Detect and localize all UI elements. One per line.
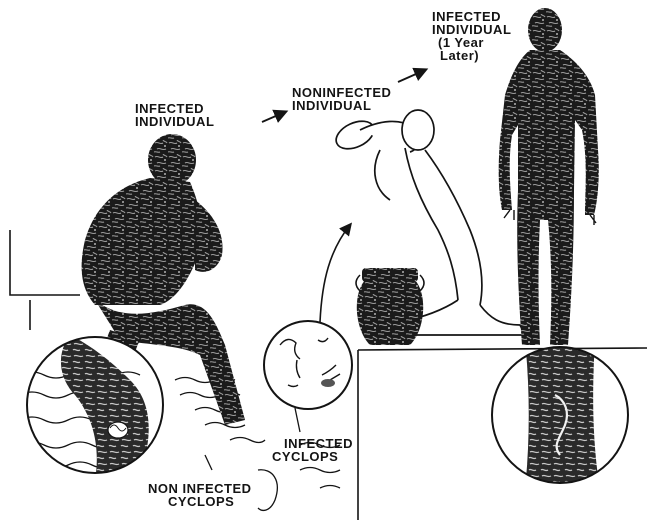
arrow-to-infected-later	[398, 70, 425, 82]
infected-individual-standing-figure	[499, 8, 599, 345]
arrow-to-noninfected	[262, 112, 285, 122]
magnified-cyclops-circle	[264, 321, 352, 409]
label-infected-individual-right: INFECTED INDIVIDUAL (1 Year Later)	[432, 10, 511, 62]
label-infected-individual-left: INFECTED INDIVIDUAL	[135, 102, 214, 128]
magnified-ulcer-circle-left	[20, 335, 163, 480]
label-line: Later)	[432, 49, 511, 62]
magnified-leg-circle-right	[492, 340, 628, 490]
bench-outline	[10, 230, 80, 330]
label-line: CYCLOPS	[148, 495, 252, 508]
transmission-curve-arrow	[320, 225, 350, 322]
label-infected-cyclops: INFECTED CYCLOPS	[272, 437, 353, 463]
label-noninfected-individual: NONINFECTED INDIVIDUAL	[292, 86, 391, 112]
water-pot	[356, 268, 424, 345]
label-line: INDIVIDUAL	[135, 115, 214, 128]
label-non-infected-cyclops: NON INFECTED CYCLOPS	[148, 482, 252, 508]
label-line: INDIVIDUAL	[292, 99, 391, 112]
label-line: CYCLOPS	[272, 450, 353, 463]
